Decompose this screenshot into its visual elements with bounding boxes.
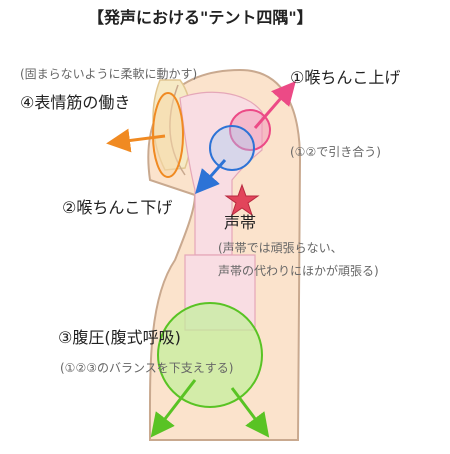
arrow-left-down-green (150, 379, 197, 438)
vocal-cords-note-1: (声帯では頑張らない、 (218, 241, 343, 255)
vocal-cords-note-2: 声帯の代わりにほかが頑張る) (218, 264, 379, 278)
page-title: 【発声における"テント四隅"】 (88, 8, 313, 27)
pull-note: (①②で引き合う) (290, 145, 381, 159)
abdominal-label: ③腹圧(腹式呼吸) (58, 328, 181, 347)
vocal-cords-label: 声帯 (224, 213, 257, 232)
arrow-right-down-green (230, 387, 270, 438)
abdominal-circle (157, 302, 263, 408)
arrow-up-magenta (253, 80, 296, 129)
larynx-up-label: ①喉ちんこ上げ (290, 68, 401, 87)
larynx-down-label: ②喉ちんこ下げ (62, 198, 173, 217)
face-muscle-ellipse (152, 92, 184, 178)
arrow-down-blue (195, 159, 227, 195)
face-muscles-label: ④表情筋の働き (20, 93, 131, 112)
abdominal-note: (①②③のバランスを下支えする) (60, 361, 234, 375)
vocal-cords-star (224, 183, 260, 217)
larynx-down-circle (209, 125, 255, 171)
arrow-left-orange (106, 128, 166, 153)
face-note: (固まらないように柔軟に動かす) (20, 67, 198, 81)
